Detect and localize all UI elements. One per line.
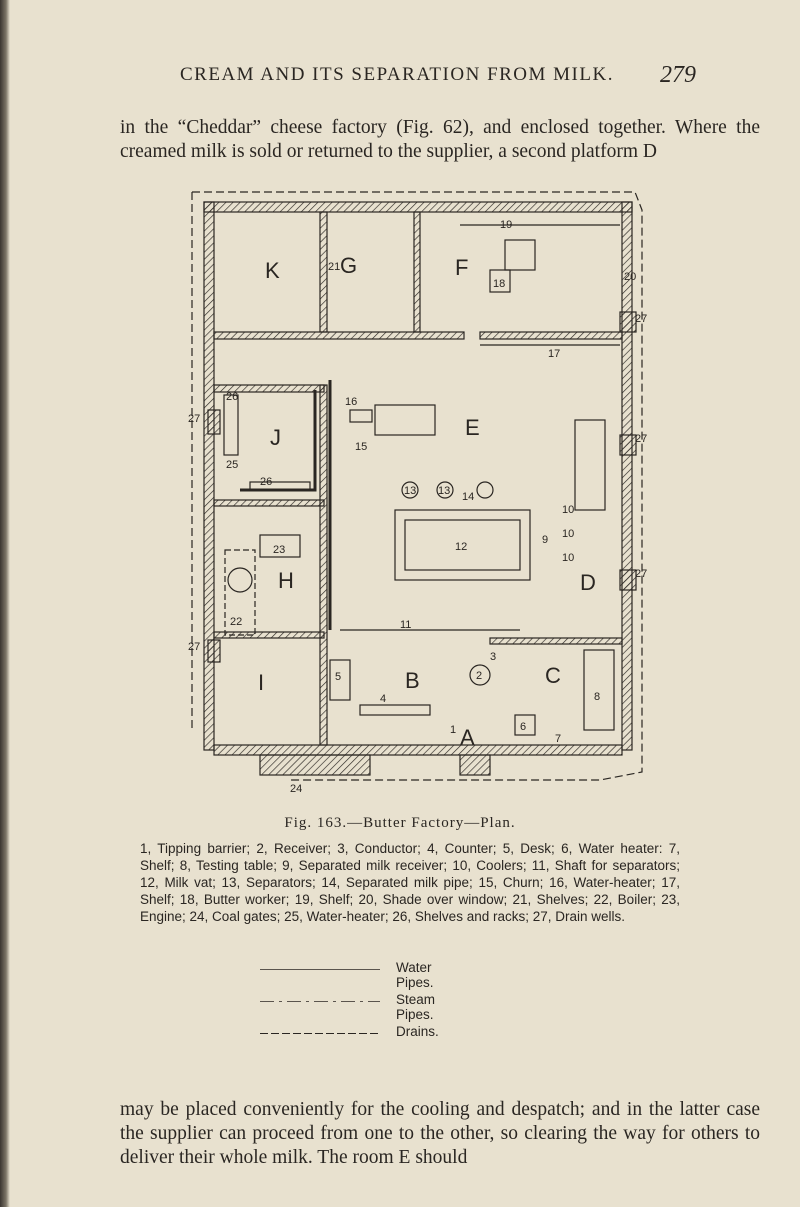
- label-20: 20: [624, 271, 636, 283]
- label-26-b: 26: [260, 476, 272, 488]
- wall-right: [621, 201, 633, 751]
- label-10-b: 10: [562, 528, 574, 540]
- legend-label-steam: Steam Pipes.: [396, 992, 436, 1022]
- label-1: 1: [450, 724, 456, 736]
- room-label-h: H: [278, 568, 294, 593]
- label-27-e: 27: [188, 641, 200, 653]
- figure-caption: Fig. 163.—Butter Factory—Plan.: [284, 815, 516, 831]
- label-27-c: 27: [635, 568, 647, 580]
- label-10-a: 10: [562, 504, 574, 516]
- label-8: 8: [594, 691, 600, 703]
- wall-bottom: [213, 744, 623, 756]
- label-18: 18: [493, 278, 505, 290]
- floor-plan-drawing: K G F J E H I B C A D 19 18 20 21 17 16 …: [188, 191, 647, 795]
- label-21: 21: [328, 261, 340, 273]
- drain-line-sample: [260, 1033, 380, 1034]
- label-3: 3: [490, 651, 496, 663]
- label-5: 5: [335, 671, 341, 683]
- label-16: 16: [345, 396, 357, 408]
- label-24: 24: [290, 783, 302, 795]
- label-9: 9: [542, 534, 548, 546]
- body-paragraph-bottom: may be placed conveniently for the cooli…: [120, 1099, 760, 1168]
- legend-label-drains: Drains.: [396, 1024, 439, 1039]
- label-14: 14: [462, 491, 474, 503]
- body-paragraph-top: in the “Cheddar” cheese factory (Fig. 62…: [120, 117, 760, 162]
- figure-key: 1, Tipping barrier; 2, Receiver; 3, Cond…: [140, 841, 680, 924]
- label-25: 25: [226, 459, 238, 471]
- room-label-d: D: [580, 570, 596, 595]
- label-15: 15: [355, 441, 367, 453]
- label-27-d: 27: [188, 413, 200, 425]
- label-23: 23: [273, 544, 285, 556]
- room-label-k: K: [265, 258, 280, 283]
- label-22: 22: [230, 616, 242, 628]
- room-label-e: E: [465, 415, 480, 440]
- label-19: 19: [500, 219, 512, 231]
- label-12: 12: [455, 541, 467, 553]
- wall-left: [203, 201, 215, 751]
- book-spine-shadow: [0, 0, 10, 1207]
- label-11: 11: [400, 619, 411, 631]
- steam-pipe-line-sample: [260, 1001, 380, 1002]
- room-label-g: G: [340, 253, 357, 278]
- label-17: 17: [548, 348, 560, 360]
- room-label-a: A: [460, 725, 475, 750]
- page-number: 279: [660, 62, 696, 88]
- butter-factory-plan: K G F J E H I B C A D 19 18 20 21 17 16 …: [180, 170, 660, 795]
- label-10-c: 10: [562, 552, 574, 564]
- label-4: 4: [380, 693, 386, 705]
- label-13-b: 13: [438, 485, 450, 497]
- label-27-b: 27: [635, 433, 647, 445]
- running-title: CREAM AND ITS SEPARATION FROM MILK.: [180, 64, 614, 85]
- room-label-j: J: [270, 425, 281, 450]
- drain-line: [192, 191, 643, 781]
- legend-label-water: Water Pipes.: [396, 960, 434, 990]
- room-label-c: C: [545, 663, 561, 688]
- label-6: 6: [520, 721, 526, 733]
- room-label-f: F: [455, 255, 468, 280]
- label-13-a: 13: [404, 485, 416, 497]
- label-26-a: 26: [226, 391, 238, 403]
- page-header: CREAM AND ITS SEPARATION FROM MILK. 279: [0, 62, 800, 94]
- label-7: 7: [555, 733, 561, 745]
- water-pipe-line-sample: [260, 969, 380, 970]
- wall-top: [203, 201, 633, 213]
- room-label-b: B: [405, 668, 420, 693]
- label-2: 2: [476, 670, 482, 682]
- room-label-i: I: [258, 670, 264, 695]
- label-27-a: 27: [635, 313, 647, 325]
